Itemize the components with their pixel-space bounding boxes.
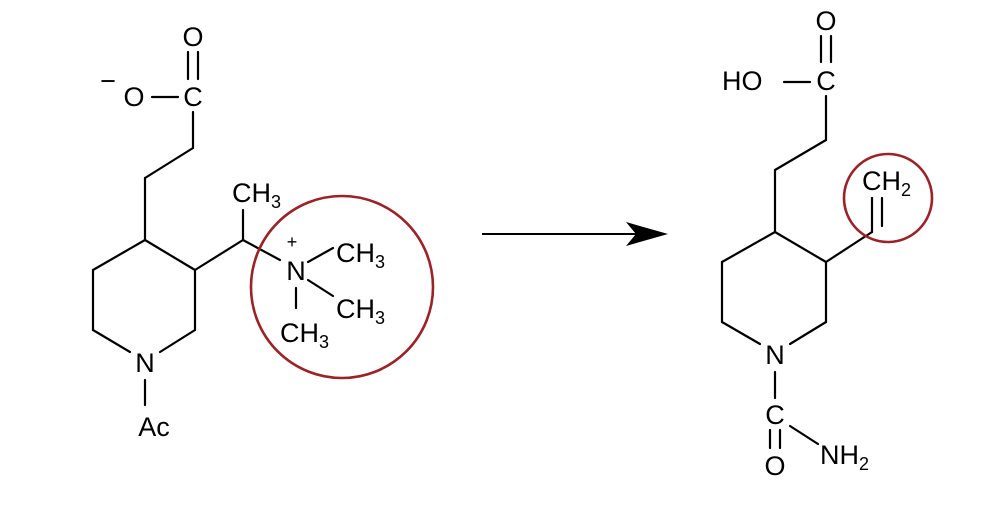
acid-oxygen-double: O: [815, 6, 836, 36]
reactant-molecule: O C O − N Ac CH3 N + CH: [91, 22, 435, 442]
methyl-bottom: CH3: [280, 318, 329, 352]
carboxylic-acid-group: O C HO: [722, 6, 837, 142]
amine-group: NH2: [820, 440, 869, 474]
highlight-circle-leaving-group: [249, 194, 435, 380]
carbamoyl-group: C O NH2: [764, 370, 869, 481]
ring-nitrogen: N: [135, 348, 155, 378]
methyl-right-1: CH3: [336, 238, 385, 272]
carbonyl-carbon: C: [765, 400, 785, 430]
piperidine-ring-product: N: [720, 230, 828, 370]
negative-charge: −: [100, 66, 116, 96]
methyl-right-2: CH3: [336, 294, 385, 328]
vinyl-methylene: CH2: [862, 166, 911, 200]
reaction-arrow: [482, 222, 668, 246]
carboxylate-oxygen-double: O: [182, 22, 203, 52]
carboxylate-oxygen-anion: O: [123, 82, 144, 112]
carbonyl-oxygen: O: [764, 451, 785, 481]
ring-nitrogen-product: N: [765, 340, 785, 370]
carboxylate-group: O C O −: [100, 22, 204, 150]
product-molecule: O C HO N CH2 C O: [720, 6, 934, 481]
acid-carbon: C: [816, 66, 836, 96]
highlight-circle-vinyl: [842, 152, 934, 244]
trimethylammonium-group: N + CH3 CH3 CH3: [280, 232, 385, 352]
hydroxyl-group: HO: [722, 66, 763, 96]
ammonium-nitrogen: N: [286, 256, 306, 286]
acetyl-group: Ac: [138, 412, 170, 442]
methyl-top: CH3: [232, 178, 281, 212]
positive-charge: +: [287, 232, 298, 252]
carboxylate-carbon: C: [183, 82, 203, 112]
piperidine-ring: N Ac: [91, 238, 197, 442]
